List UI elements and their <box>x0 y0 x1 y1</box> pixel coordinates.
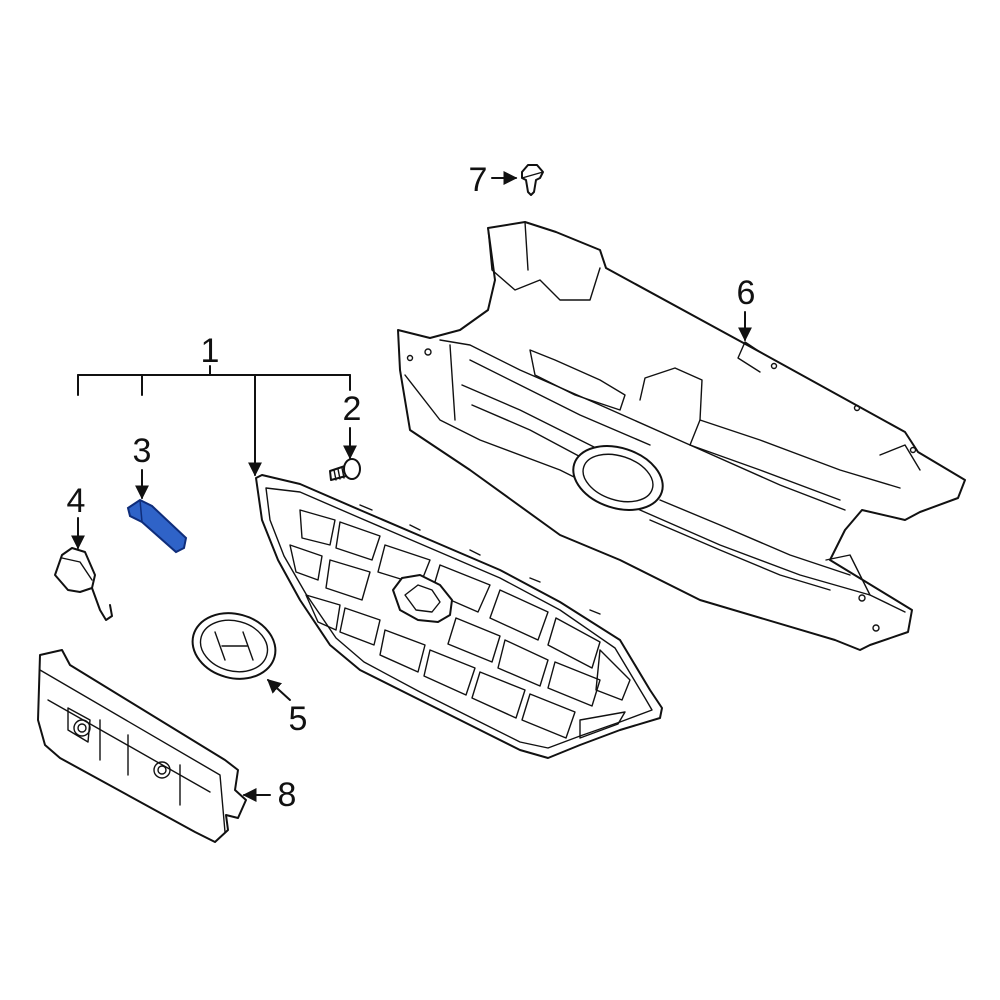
callout-leaders <box>71 171 752 802</box>
callout-4: 4 <box>67 482 86 520</box>
part-3-bracket-highlighted[interactable] <box>126 498 188 554</box>
callout-2: 2 <box>343 390 362 428</box>
callout-1: 1 <box>201 332 220 370</box>
callout-5: 5 <box>289 700 308 738</box>
callout-3: 3 <box>133 432 152 470</box>
callout-6: 6 <box>737 274 756 312</box>
part-1-radiator-grille[interactable] <box>255 474 663 759</box>
part-2-screw[interactable] <box>329 458 361 481</box>
part-6-grille-carrier[interactable] <box>397 221 966 651</box>
part-5-emblem[interactable] <box>185 604 283 688</box>
part-4-clip[interactable] <box>54 547 113 621</box>
part-8-lower-bracket[interactable] <box>37 649 247 843</box>
callout-7: 7 <box>469 161 488 199</box>
callout-8: 8 <box>278 776 297 814</box>
part-7-push-clip[interactable] <box>521 164 544 196</box>
